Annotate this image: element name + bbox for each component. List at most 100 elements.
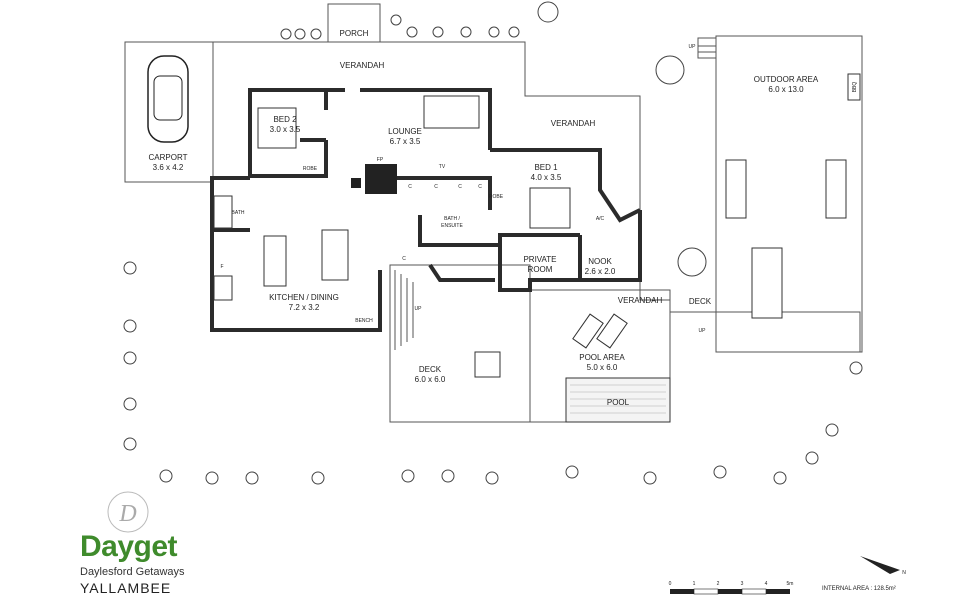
stove <box>213 275 233 301</box>
carport-size: 3.6 x 4.2 <box>153 163 184 172</box>
tree-icon <box>677 247 707 277</box>
fridge-label: F <box>220 264 223 270</box>
outdoor-sofa-left <box>725 159 747 219</box>
cupboard-label: C <box>478 184 482 190</box>
logo-monogram: D <box>107 491 149 533</box>
property-name: YALLAMBEE <box>80 580 172 596</box>
lounger-2 <box>596 313 628 349</box>
bed1-size: 4.0 x 3.5 <box>531 173 562 182</box>
scale-tick: 0 <box>669 581 672 587</box>
tree-icon <box>123 319 137 333</box>
tree-icon <box>123 351 137 365</box>
outdoor-label: OUTDOOR AREA <box>754 75 819 84</box>
outdoor-sofa-right <box>825 159 847 219</box>
north-label: N <box>902 570 906 576</box>
wall-block <box>351 178 361 188</box>
nook-label: NOOK <box>588 257 612 266</box>
furniture <box>213 73 861 378</box>
tv-label: TV <box>439 164 446 170</box>
svg-text:D: D <box>118 501 136 527</box>
fireplace <box>365 164 397 194</box>
fp-label: FP <box>377 157 384 163</box>
trees <box>123 1 863 485</box>
outdoor-table <box>751 247 783 319</box>
robe-bed1-label: ROBE <box>489 194 504 200</box>
deck-right-label: DECK <box>689 297 712 306</box>
tree-icon <box>825 423 839 437</box>
tree-icon <box>401 469 415 483</box>
bed2-size: 3.0 x 3.5 <box>270 125 301 134</box>
tree-icon <box>406 26 418 38</box>
carport-label: CARPORT <box>149 153 188 162</box>
pool-area-label: POOL AREA <box>579 353 625 362</box>
tree-icon <box>643 471 657 485</box>
scale-tick: 4 <box>765 581 768 587</box>
scale-bar: 0 1 2 3 4 5m <box>669 581 794 595</box>
tree-icon <box>441 469 455 483</box>
porch-label: PORCH <box>340 29 369 38</box>
bed1-bed <box>529 187 571 229</box>
tree-icon <box>432 26 444 38</box>
brand-tagline: Daylesford Getaways <box>80 566 185 578</box>
bbq-label: BBQ <box>852 82 858 93</box>
up-label: UP <box>699 328 707 334</box>
tree-icon <box>294 28 306 40</box>
outdoor-size: 6.0 x 13.0 <box>768 85 804 94</box>
lounge-size: 6.7 x 3.5 <box>390 137 421 146</box>
kitchen-size: 7.2 x 3.2 <box>289 303 320 312</box>
pool-shape <box>565 377 671 423</box>
tree-icon <box>205 471 219 485</box>
kitchen-label: KITCHEN / DINING <box>269 293 339 302</box>
up-label: UP <box>415 306 423 312</box>
cupboard-label: C <box>458 184 462 190</box>
tree-icon <box>655 55 685 85</box>
cupboard-label: C <box>434 184 438 190</box>
cupboard-label: C <box>402 256 406 262</box>
tree-icon <box>849 361 863 375</box>
kitchen-island <box>263 235 287 287</box>
ac-label: A/C <box>596 216 605 222</box>
pool-label: POOL <box>607 398 630 407</box>
private-room-label-2: ROOM <box>528 265 553 274</box>
pool-area-size: 5.0 x 6.0 <box>587 363 618 372</box>
dining-table <box>321 229 349 281</box>
stairs <box>394 45 716 350</box>
ensuite-label-1: BATH / <box>444 216 460 222</box>
tree-icon <box>390 14 402 26</box>
verandah-top-label: VERANDAH <box>340 61 385 70</box>
scale-tick: 5m <box>787 581 794 587</box>
deck-label: DECK <box>419 365 442 374</box>
tree-icon <box>713 465 727 479</box>
tree-icon <box>508 26 520 38</box>
tree-icon <box>460 26 472 38</box>
lounge-label: LOUNGE <box>388 127 422 136</box>
tree-icon <box>537 1 559 23</box>
bench-label: BENCH <box>355 318 373 324</box>
lounge-sofa <box>423 95 480 129</box>
bed2-label: BED 2 <box>273 115 297 124</box>
private-room-label-1: PRIVATE <box>523 255 556 264</box>
cupboard-label: C <box>408 184 412 190</box>
internal-area: INTERNAL AREA : 128.5m² <box>822 586 896 592</box>
lounger-1 <box>572 313 604 349</box>
verandah-right-label: VERANDAH <box>551 119 596 128</box>
scale-tick: 1 <box>693 581 696 587</box>
tree-icon <box>280 28 292 40</box>
tree-icon <box>123 437 137 451</box>
room-labels: PORCH VERANDAH VERANDAH VERANDAH CARPORT… <box>149 29 858 407</box>
tree-icon <box>773 471 787 485</box>
deck-size: 6.0 x 6.0 <box>415 375 446 384</box>
north-arrow-icon: N <box>860 556 906 576</box>
bed2-bed <box>257 107 297 149</box>
tree-icon <box>310 28 322 40</box>
scale-tick: 3 <box>741 581 744 587</box>
tree-icon <box>805 451 819 465</box>
up-label: UP <box>689 44 697 50</box>
scale-tick: 2 <box>717 581 720 587</box>
tree-icon <box>123 397 137 411</box>
brand-name: Dayget <box>80 530 178 563</box>
tree-icon <box>159 469 173 483</box>
deck-table <box>474 351 501 378</box>
tree-icon <box>311 471 325 485</box>
